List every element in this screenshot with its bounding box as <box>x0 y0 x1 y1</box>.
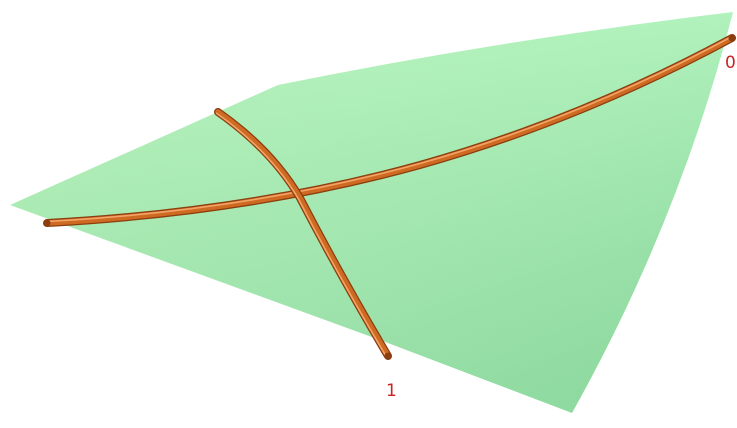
curve-endpoint-vertex-1 <box>384 352 392 360</box>
surface <box>10 12 733 413</box>
curve-long <box>44 35 735 226</box>
curve-endpoint-left <box>43 219 51 227</box>
curves <box>43 34 736 360</box>
surface-shading <box>10 12 733 413</box>
curve-long-highlight <box>46 35 733 223</box>
vertex-label-0: 0 <box>725 53 736 73</box>
vertex-label-1: 1 <box>386 381 397 401</box>
curve-endpoint-vertex-0 <box>728 34 736 42</box>
curve-cross-highlight <box>216 112 388 358</box>
curve-cross <box>215 109 391 359</box>
